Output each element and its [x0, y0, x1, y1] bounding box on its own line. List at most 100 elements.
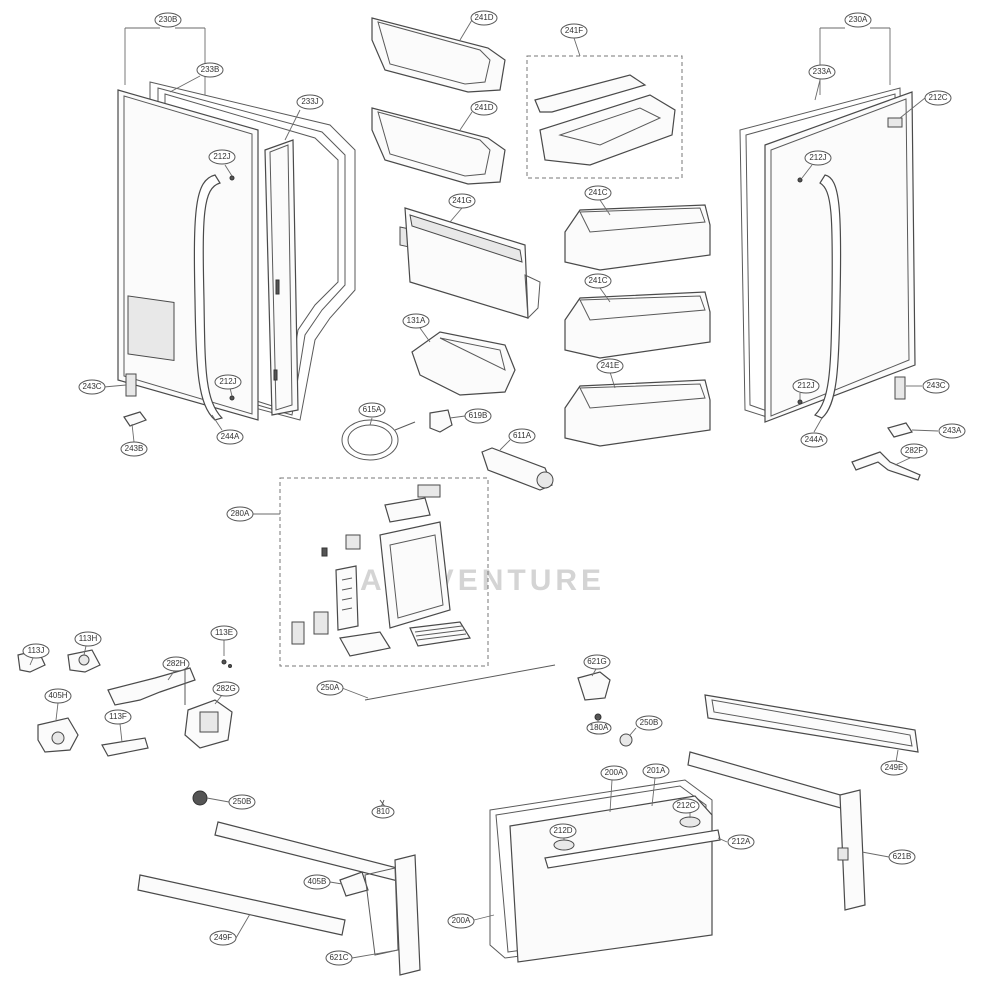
dispenser-tray-left: [339, 631, 391, 657]
right-hinge-cam: [887, 422, 913, 438]
svg-text:621C: 621C: [329, 953, 348, 962]
callout-233j: 233J: [284, 94, 324, 141]
svg-text:611A: 611A: [513, 431, 532, 440]
svg-text:212C: 212C: [928, 93, 947, 102]
callout-615a: 615A: [358, 402, 386, 426]
svg-text:282G: 282G: [216, 684, 236, 693]
callout-282f: 282F: [894, 443, 928, 466]
drawer-slide-621b-rail: [687, 751, 859, 813]
callout-282h: 282H: [162, 656, 190, 681]
svg-text:619B: 619B: [469, 411, 488, 420]
callout-212j-left: 212J: [208, 149, 236, 177]
svg-text:282F: 282F: [905, 446, 923, 455]
left-door-gasket-strip: [264, 139, 299, 416]
slide-bracket-621g: [577, 671, 611, 701]
svg-text:113E: 113E: [215, 628, 233, 637]
svg-text:810: 810: [376, 807, 390, 816]
svg-text:405H: 405H: [48, 691, 67, 700]
drawer-rail-249f: [137, 874, 346, 936]
svg-text:249E: 249E: [885, 763, 904, 772]
callout-619b: 619B: [449, 408, 492, 424]
drawer-rail-upper: [214, 821, 406, 883]
right-hinge-bracket: [894, 376, 906, 400]
callout-243a: 243A: [911, 423, 966, 439]
callout-212d: 212D: [549, 823, 577, 840]
svg-text:113H: 113H: [79, 634, 98, 643]
callout-241f: 241F: [560, 23, 588, 57]
callout-241g: 241G: [448, 193, 476, 223]
callout-212j-right-low: 212J: [792, 378, 820, 400]
door-bins-group: [341, 17, 711, 491]
callout-243c-left: 243C: [78, 379, 127, 395]
door-bin-241c-mid: [564, 291, 711, 359]
svg-text:280A: 280A: [231, 509, 250, 518]
callout-212c-right: 212C: [899, 90, 952, 119]
drawer-slide-621c: [394, 854, 421, 976]
ice-chute-131a: [411, 331, 516, 396]
callout-405b: 405B: [303, 874, 343, 890]
callout-113j: 113J: [22, 643, 50, 666]
right-door-assembly: [739, 87, 921, 481]
callout-621g: 621G: [583, 654, 611, 677]
callouts-layer: 230B 233B 233J 212J 212J 243C 243B 244A: [22, 10, 966, 966]
svg-text:113F: 113F: [109, 712, 127, 721]
drawer-badge-212c: [679, 816, 701, 828]
svg-text:230B: 230B: [159, 15, 178, 24]
callout-282g: 282G: [212, 681, 240, 705]
svg-text:230A: 230A: [849, 15, 868, 24]
rod-250a: [364, 664, 556, 701]
callout-249f: 249F: [209, 913, 251, 946]
callout-250a: 250A: [316, 680, 369, 699]
door-bin-241f-lower: [539, 94, 676, 166]
callout-212a: 212A: [717, 834, 755, 850]
dispenser-control-panel: [335, 565, 359, 631]
dispenser-kit-box: [279, 477, 489, 667]
svg-text:250B: 250B: [640, 718, 659, 727]
svg-text:212A: 212A: [732, 837, 751, 846]
svg-text:241D: 241D: [474, 103, 493, 112]
door-bin-241d-top: [371, 17, 506, 93]
callout-131a: 131A: [402, 313, 431, 343]
svg-text:241F: 241F: [565, 26, 583, 35]
svg-text:282H: 282H: [166, 659, 185, 668]
dispenser-housing: [379, 521, 451, 629]
drawer-left-slide-assembly: [137, 790, 421, 976]
svg-text:243A: 243A: [943, 426, 962, 435]
svg-text:241G: 241G: [452, 196, 472, 205]
callout-201a: 201A: [642, 763, 670, 807]
callout-230b: 230B: [124, 12, 206, 95]
svg-text:212D: 212D: [553, 826, 572, 835]
callout-113e: 113E: [210, 625, 238, 656]
callout-405h: 405H: [44, 688, 72, 721]
callout-233a: 233A: [808, 64, 836, 101]
tube-coil-615a: [341, 419, 399, 461]
bracket-405b: [339, 871, 369, 897]
svg-text:621B: 621B: [893, 852, 912, 861]
callout-250b-small: 250B: [629, 715, 663, 736]
callout-113h: 113H: [74, 631, 102, 656]
callout-243c-right: 243C: [906, 378, 950, 394]
callout-611a: 611A: [499, 428, 536, 451]
svg-text:249F: 249F: [214, 933, 232, 942]
svg-text:615A: 615A: [363, 405, 382, 414]
valve-619b: [429, 409, 453, 433]
svg-text:241C: 241C: [588, 188, 607, 197]
svg-text:250B: 250B: [233, 797, 252, 806]
right-hinge-link: [851, 451, 921, 481]
door-bin-241d-mid: [371, 107, 506, 185]
svg-text:212J: 212J: [213, 152, 230, 161]
drawer-handle: [544, 829, 721, 869]
drawer-rail-249e: [704, 694, 919, 753]
callout-241d-top: 241D: [459, 10, 498, 41]
callout-241c-top: 241C: [584, 185, 612, 216]
callout-212j-right: 212J: [801, 150, 832, 179]
left-door-handle: [193, 174, 224, 421]
svg-text:241D: 241D: [474, 13, 493, 22]
drawer-badge-212d: [553, 839, 575, 851]
callout-212j-left-low: 212J: [214, 374, 242, 397]
svg-text:212J: 212J: [219, 377, 236, 386]
svg-text:405B: 405B: [308, 877, 327, 886]
svg-text:131A: 131A: [407, 316, 426, 325]
callout-212c-drawer: 212C: [672, 798, 700, 818]
callout-200a: 200A: [600, 765, 628, 813]
